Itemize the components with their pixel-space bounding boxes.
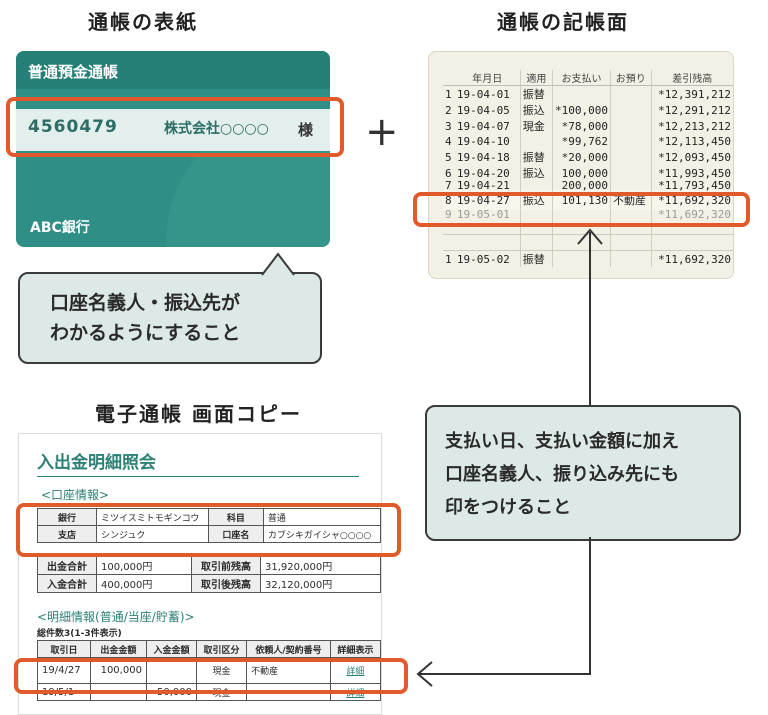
passbook-header-balance: 差引残高 xyxy=(650,70,733,86)
plus-sign: + xyxy=(365,109,399,155)
detail-row-highlight-box xyxy=(14,658,408,694)
card-honorific: 様 xyxy=(298,121,314,139)
table-header-row: 取引日出金金額 入金金額取引区分 依頼人/契約番号詳細表示 xyxy=(37,640,381,658)
table-row: 支店シンジュク 口座名カブシキガイシャ○○○○ xyxy=(37,525,381,543)
entry-page-heading: 通帳の記帳面 xyxy=(497,10,629,34)
result-count: 総件数3(1-3件表示) xyxy=(37,629,122,639)
passbook-header-deposit: お預り xyxy=(609,70,652,86)
callout-account-holder: 口座名義人・振込先が わかるようにすること xyxy=(18,272,322,364)
passbook-header-type: 適用 xyxy=(519,70,553,86)
passbook-highlight-box xyxy=(413,192,750,227)
passbook-cover-card: 普通預金通帳 4560479 株式会社○○○○ 様 ABC銀行 xyxy=(16,51,330,247)
callout-payment-details: 支払い日、支払い金額に加え 口座名義人、振り込み先にも 印をつけること xyxy=(425,405,741,541)
callout-right-line3: 印をつけること xyxy=(445,497,571,518)
passbook-header-payment: お支払い xyxy=(551,70,611,86)
account-section-title: <口座情報> xyxy=(41,488,110,502)
card-bank-name: ABC銀行 xyxy=(30,220,90,236)
detail-link[interactable]: 詳細 xyxy=(346,667,365,677)
card-name-band xyxy=(16,109,330,151)
passbook-header-date: 年月日 xyxy=(454,70,521,86)
arrow-left-line xyxy=(418,537,591,675)
card-account-holder: 株式会社○○○○ xyxy=(164,121,269,137)
detail-section-title: <明細情報(普通/当座/貯蓄)> xyxy=(37,610,195,624)
account-info-highlight-box xyxy=(16,503,401,557)
arrow-left-head-icon xyxy=(416,661,433,687)
callout-right-line1: 支払い日、支払い金額に加え xyxy=(445,431,679,452)
callout-left-line2: わかるようにすること xyxy=(50,322,241,344)
callout-right-line2: 口座名義人、振り込み先にも xyxy=(445,464,679,485)
table-row: 銀行ミツイスミトモギンコウ 科目普通 xyxy=(37,508,381,526)
card-header-band xyxy=(16,51,330,89)
web-title-divider xyxy=(37,476,359,477)
cover-heading: 通帳の表紙 xyxy=(88,10,198,34)
arrow-up-head-icon xyxy=(577,228,603,245)
web-page-title: 入出金明細照会 xyxy=(37,453,156,473)
account-info-table: 銀行ミツイスミトモギンコウ 科目普通 支店シンジュク 口座名カブシキガイシャ○○… xyxy=(37,508,381,543)
card-highlight-box xyxy=(6,97,344,157)
callout-left-line1: 口座名義人・振込先が xyxy=(50,292,241,314)
e-passbook-heading: 電子通帳 画面コピー xyxy=(95,402,302,426)
callout-tail-icon xyxy=(261,252,295,276)
card-title: 普通預金通帳 xyxy=(28,63,119,81)
card-account-number: 4560479 xyxy=(28,117,118,137)
